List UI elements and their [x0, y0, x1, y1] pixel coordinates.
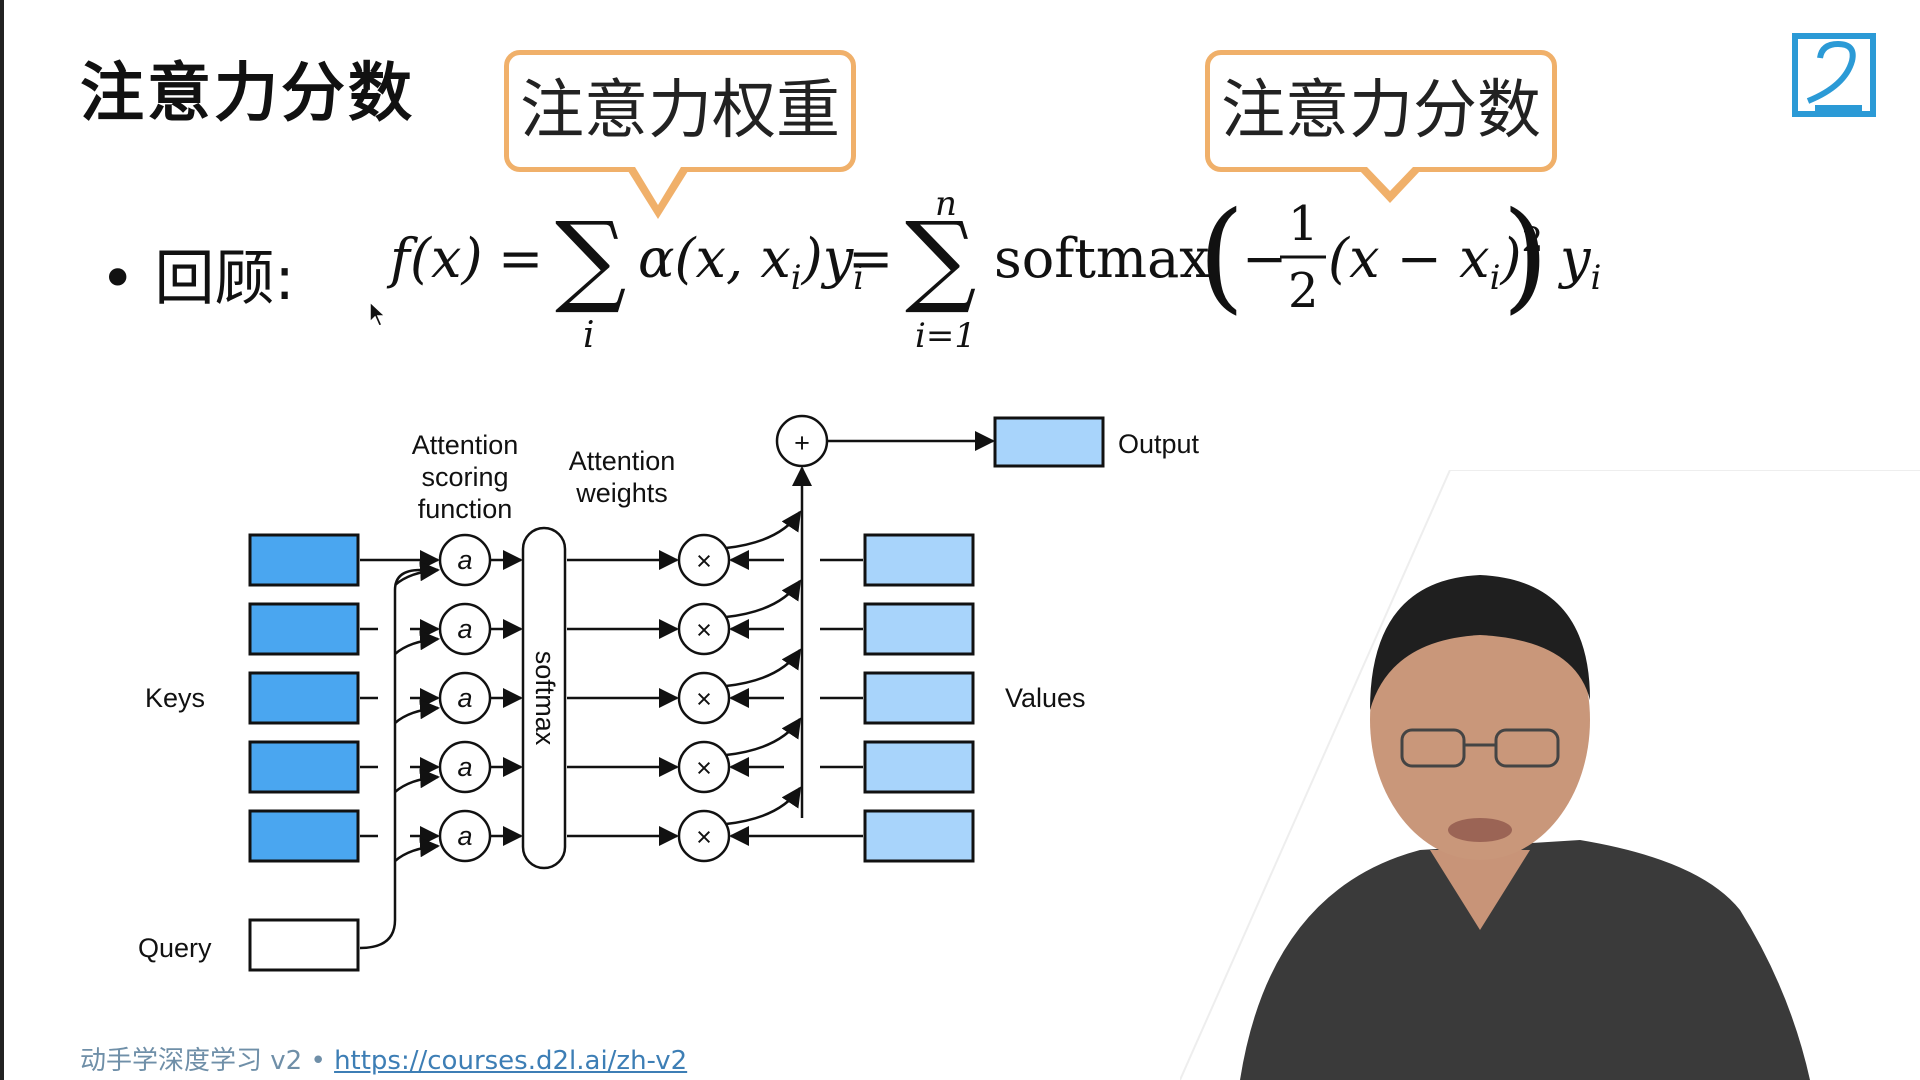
multiply-sign: × — [696, 822, 712, 852]
presenter-figure — [1240, 575, 1810, 1080]
formula-sum-2-lower: i=1 — [915, 316, 976, 355]
multiply-sign: × — [696, 753, 712, 783]
formula-sum-1: ∑ — [555, 200, 626, 317]
arrow-query-to-score — [395, 708, 438, 723]
callout-attention-weight: 注意力权重 — [504, 50, 856, 172]
label-query: Query — [138, 933, 212, 963]
label-weights-line1: Attention — [569, 446, 676, 476]
bullet-review-label: 回顾: — [154, 244, 294, 314]
key-box — [250, 742, 358, 792]
formula-sum-1-index: i — [583, 315, 595, 355]
callout-attention-score-text: 注意力分数 — [1221, 74, 1541, 148]
formula-frac-num: 1 — [1288, 196, 1319, 252]
label-values: Values — [1005, 683, 1086, 713]
formula-softmax: softmax — [994, 227, 1210, 290]
formula-equals-1: = — [498, 227, 543, 290]
formula-equals-2: = — [848, 227, 893, 290]
bullet-dot: • — [100, 244, 154, 314]
arrow-multiply-to-sum — [726, 719, 800, 755]
multiply-sign: × — [696, 546, 712, 576]
footer-course-link[interactable]: https://courses.d2l.ai/zh-v2 — [334, 1046, 687, 1076]
value-box — [865, 604, 973, 654]
d2l-logo-icon — [1790, 26, 1880, 121]
label-output: Output — [1118, 429, 1200, 459]
key-box — [250, 811, 358, 861]
output-box — [995, 418, 1103, 466]
multiply-sign: × — [696, 684, 712, 714]
attention-diagram: AttentionscoringfunctionAttentionweights… — [120, 400, 1360, 1000]
value-box — [865, 742, 973, 792]
value-box — [865, 811, 973, 861]
callout-attention-score: 注意力分数 — [1205, 50, 1557, 172]
presenter-video-area — [1180, 470, 1920, 1080]
formula-sum-2-upper: n — [935, 185, 957, 224]
formula-paren-open: ( — [1198, 187, 1245, 326]
diagram-layer: AttentionscoringfunctionAttentionweights… — [138, 416, 1200, 970]
key-box — [250, 673, 358, 723]
footer: 动手学深度学习 v2 • https://courses.d2l.ai/zh-v… — [80, 1040, 687, 1077]
softmax-label: softmax — [530, 651, 560, 746]
callout-attention-weight-text: 注意力权重 — [520, 74, 840, 148]
arrow-multiply-to-sum — [726, 512, 800, 548]
label-scoring-line3: function — [418, 494, 513, 524]
value-box — [865, 535, 973, 585]
formula-f-of-x: f(x) — [386, 227, 483, 290]
query-box — [250, 920, 358, 970]
page-title: 注意力分数 — [80, 42, 415, 134]
label-scoring-line1: Attention — [412, 430, 519, 460]
mouse-cursor-icon — [368, 300, 388, 328]
arrow-multiply-to-sum — [726, 581, 800, 617]
left-edge-bar — [0, 0, 4, 1080]
arrow-query-to-score — [395, 570, 438, 585]
bullet-review: • 回顾: — [100, 230, 295, 317]
scoring-a-label: a — [457, 752, 472, 782]
arrow-multiply-to-sum — [726, 650, 800, 686]
scoring-a-label: a — [457, 545, 472, 575]
formula-frac-den: 2 — [1288, 263, 1319, 319]
formula: f(x) = ∑ i α(x, xi)yi = ∑ n i=1 softmax … — [380, 185, 1660, 355]
query-trunk — [360, 570, 420, 948]
formula-y-i: yi — [1558, 227, 1601, 298]
formula-paren-close: ) — [1502, 187, 1549, 326]
scoring-a-label: a — [457, 821, 472, 851]
value-box — [865, 673, 973, 723]
sum-plus-sign: + — [794, 428, 810, 458]
label-scoring-line2: scoring — [421, 462, 508, 492]
scoring-a-label: a — [457, 683, 472, 713]
label-weights-line2: weights — [575, 478, 668, 508]
key-box — [250, 535, 358, 585]
arrow-query-to-score — [395, 777, 438, 792]
label-keys: Keys — [145, 683, 205, 713]
arrow-query-to-score — [395, 846, 438, 861]
multiply-sign: × — [696, 615, 712, 645]
scoring-a-label: a — [457, 614, 472, 644]
key-box — [250, 604, 358, 654]
arrow-query-to-score — [395, 639, 438, 654]
arrow-multiply-to-sum — [726, 788, 800, 824]
footer-text: 动手学深度学习 v2 • — [80, 1046, 334, 1076]
formula-alpha-term: α(x, xi)yi — [638, 227, 864, 298]
